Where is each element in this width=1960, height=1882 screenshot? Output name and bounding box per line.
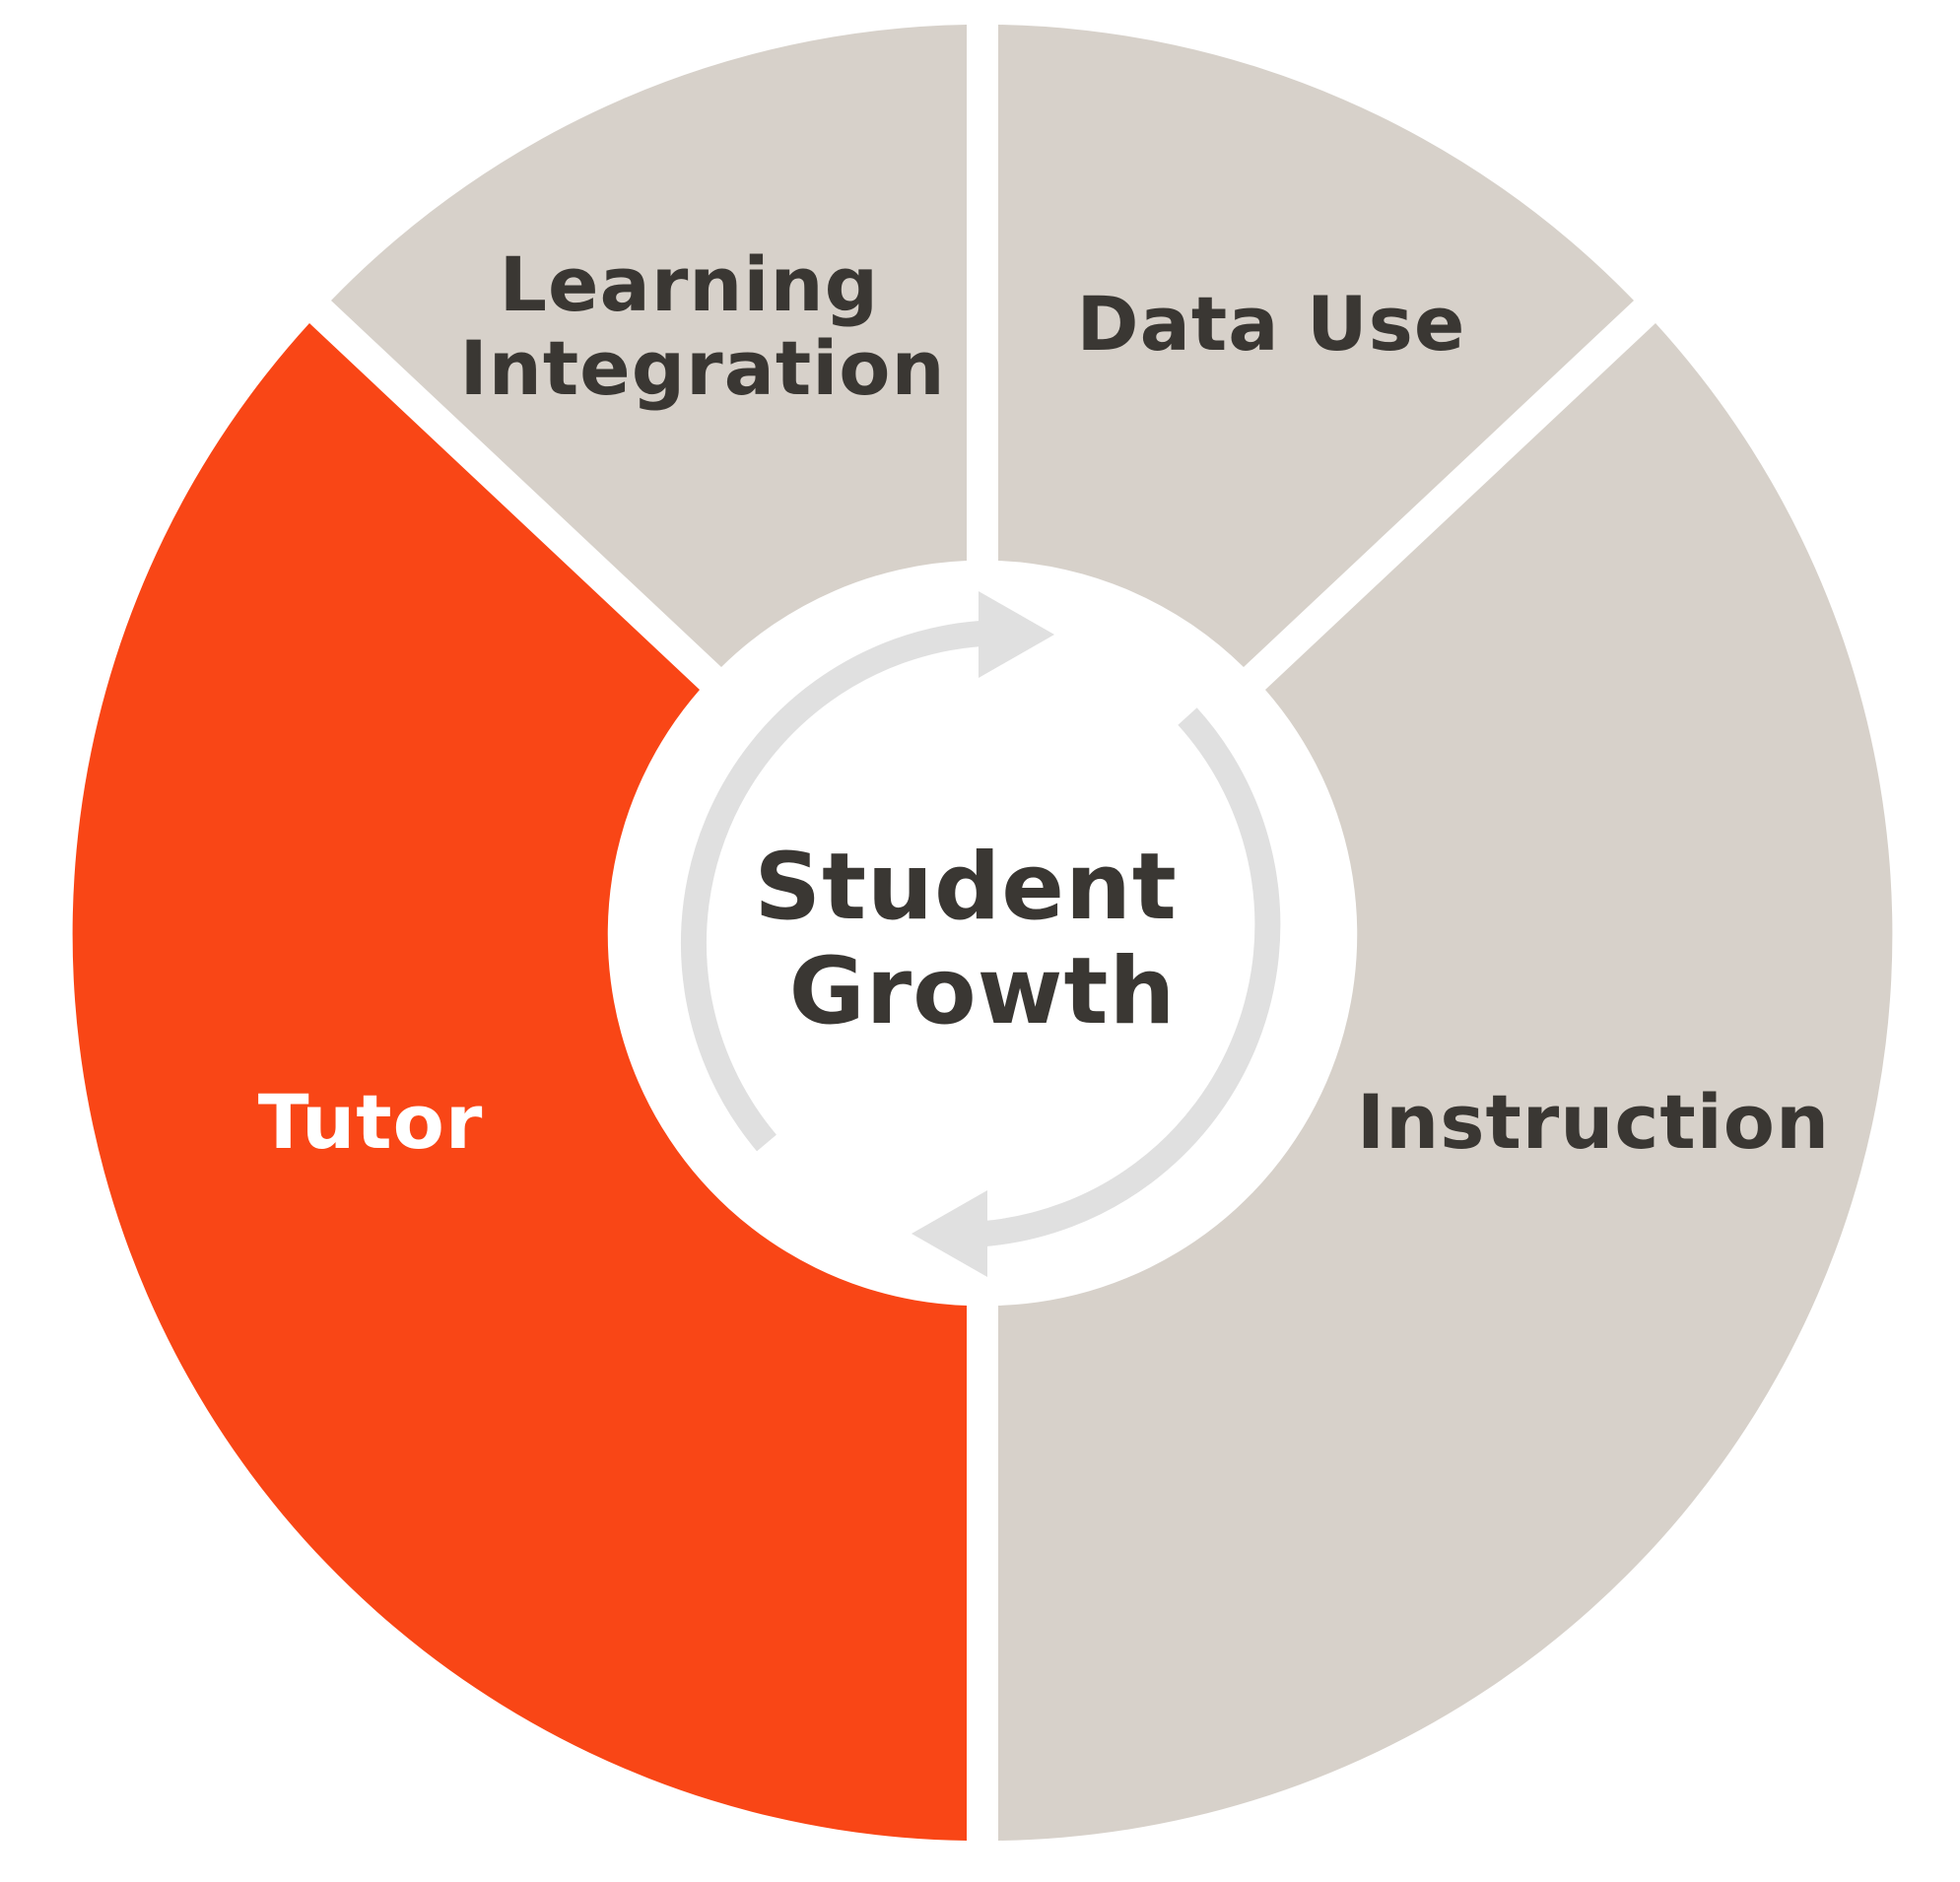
segment-learning-integration — [331, 25, 967, 667]
segment-tutor — [72, 323, 968, 1841]
segment-label-tutor: Tutor — [258, 1078, 484, 1166]
segment-label-line: Learning — [500, 240, 879, 328]
segment-label-line: Integration — [459, 324, 945, 412]
center-label-line: Student — [754, 834, 1177, 941]
segment-data-use — [998, 25, 1634, 667]
center-label-line: Growth — [789, 938, 1177, 1045]
segment-label-learning-integration: Learning Integration — [459, 240, 945, 412]
segment-label-instruction: Instruction — [1357, 1078, 1830, 1166]
segment-label-line: Instruction — [1357, 1078, 1830, 1166]
center-label: Student Growth — [754, 834, 1210, 1045]
cycle-arrows-icon — [680, 591, 1281, 1277]
segment-instruction — [998, 323, 1893, 1841]
segment-label-line: Data Use — [1077, 280, 1466, 368]
segment-label-data-use: Data Use — [1077, 280, 1466, 368]
segment-label-line: Tutor — [258, 1078, 484, 1166]
